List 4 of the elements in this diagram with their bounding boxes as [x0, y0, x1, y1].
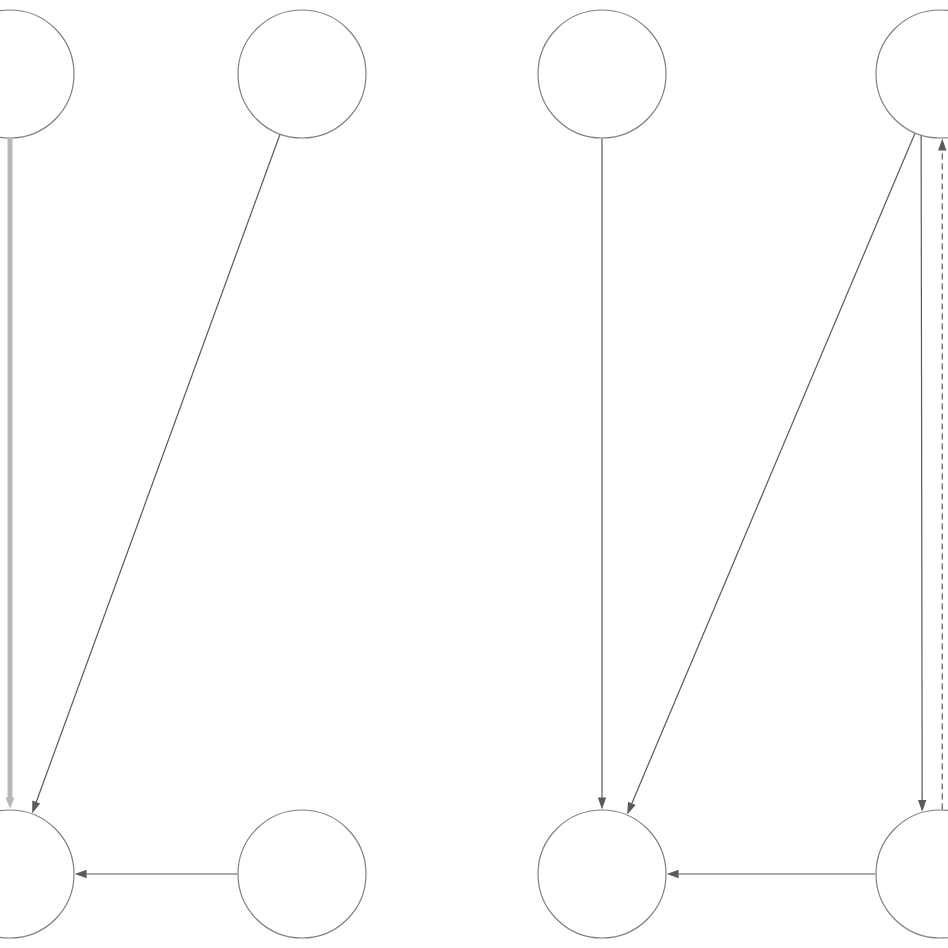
- circle-node: [237, 9, 367, 139]
- circle-node: [537, 9, 667, 139]
- circle-node: [537, 809, 667, 939]
- circle-node: [237, 809, 367, 939]
